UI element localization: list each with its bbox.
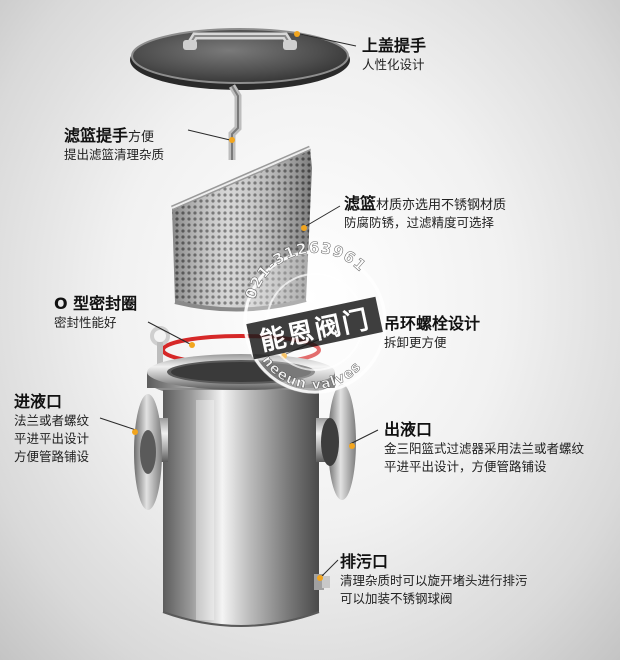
label-handle: 滤篮提手方便 提出滤篮清理杂质	[64, 122, 164, 164]
label-inlet-desc-2: 平进平出设计	[14, 431, 90, 446]
label-basket-desc: 防腐防锈，过滤精度可选择	[344, 215, 495, 230]
label-lid-desc: 人性化设计	[362, 57, 425, 72]
label-bolt-desc: 拆卸更方便	[384, 335, 447, 350]
inlet-port	[134, 394, 168, 510]
label-inlet-desc-1: 法兰或者螺纹	[14, 413, 90, 428]
label-oring-desc: 密封性能好	[54, 315, 117, 330]
drain-plug	[314, 574, 330, 590]
label-lid-title: 上盖提手	[362, 36, 427, 55]
label-handle-title: 滤篮提手	[64, 126, 129, 145]
body	[147, 354, 335, 627]
label-basket: 滤篮材质亦选用不锈钢材质 防腐防锈，过滤精度可选择	[344, 190, 506, 232]
label-oring-title: O 型密封圈	[54, 294, 138, 313]
callout-lines	[99, 33, 379, 577]
label-bolt: 吊环螺栓设计 拆卸更方便	[384, 310, 480, 352]
label-inlet-desc-3: 方便管路铺设	[14, 449, 90, 464]
label-outlet: 出液口 金三阳篮式过滤器采用法兰或者螺纹 平进平出设计，方便管路铺设	[384, 416, 584, 476]
label-drain-title: 排污口	[340, 552, 389, 571]
label-handle-suffix: 方便	[128, 130, 155, 145]
label-bolt-title: 吊环螺栓设计	[384, 314, 481, 333]
label-handle-desc: 提出滤篮清理杂质	[64, 147, 165, 162]
label-drain-desc-1: 清理杂质时可以旋开堵头进行排污	[340, 573, 528, 588]
outlet-port	[316, 384, 356, 500]
label-inlet: 进液口 法兰或者螺纹 平进平出设计 方便管路铺设	[14, 388, 89, 466]
label-drain-desc-2: 可以加装不锈钢球阀	[340, 591, 453, 606]
label-basket-suffix: 材质亦选用不锈钢材质	[376, 198, 507, 213]
basket-handle	[228, 84, 242, 160]
label-lid: 上盖提手 人性化设计	[362, 32, 426, 74]
label-outlet-desc-1: 金三阳篮式过滤器采用法兰或者螺纹	[384, 441, 585, 456]
label-basket-title: 滤篮	[344, 194, 377, 213]
filter-basket	[171, 145, 312, 312]
top-cover	[130, 28, 350, 90]
label-oring: O 型密封圈 密封性能好	[54, 290, 137, 332]
label-drain: 排污口 清理杂质时可以旋开堵头进行排污 可以加装不锈钢球阀	[340, 548, 528, 608]
callout-dots	[132, 31, 355, 581]
label-inlet-title: 进液口	[14, 392, 63, 411]
label-outlet-desc-2: 平进平出设计，方便管路铺设	[384, 459, 547, 474]
label-outlet-title: 出液口	[384, 420, 433, 439]
